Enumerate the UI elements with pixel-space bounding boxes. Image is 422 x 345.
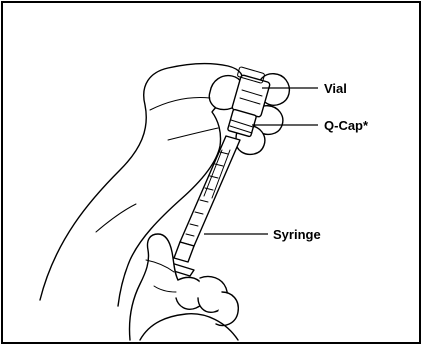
syringe-label: Syringe [273, 227, 321, 242]
qcap-label: Q-Cap* [324, 118, 369, 133]
vial-label: Vial [324, 81, 347, 96]
